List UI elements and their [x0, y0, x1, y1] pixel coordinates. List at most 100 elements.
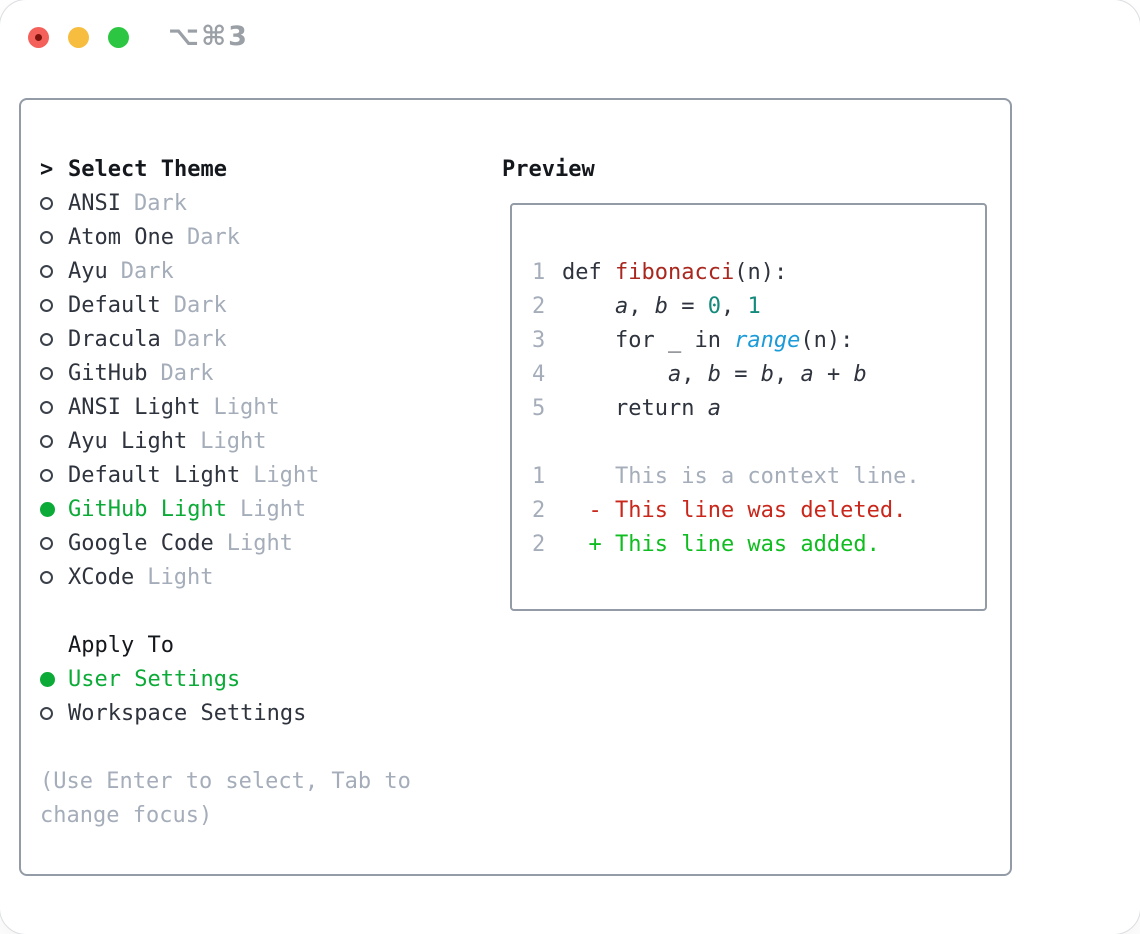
- select-theme-header: > Select Theme: [40, 152, 485, 186]
- theme-variant-badge: Dark: [133, 190, 187, 216]
- code-line: 4 a, b = b, a + b: [532, 357, 969, 391]
- theme-item-label: Default Light: [68, 462, 241, 488]
- theme-variant-badge: Light: [253, 462, 320, 488]
- code-segment: ,: [773, 361, 801, 387]
- code-segment: +: [813, 361, 854, 387]
- radio-selected-icon: [40, 671, 68, 687]
- code-segment: =: [720, 361, 761, 387]
- theme-item-label: Atom One: [68, 224, 174, 250]
- theme-variant-badge: Dark: [173, 326, 227, 352]
- code-segment: fibonacci: [614, 259, 735, 285]
- theme-variant-badge: Light: [226, 530, 293, 556]
- code-segment: b: [707, 361, 721, 387]
- theme-item-label: GitHub: [68, 360, 148, 386]
- theme-item-github[interactable]: GitHub Dark: [40, 356, 485, 390]
- theme-item-github-light[interactable]: GitHub Light Light: [40, 492, 485, 526]
- theme-item-label: ANSI: [68, 190, 121, 216]
- focus-prompt-icon: >: [40, 156, 54, 182]
- theme-variant-badge: Light: [213, 394, 280, 420]
- radio-icon: [40, 706, 68, 720]
- hint-line: (Use Enter to select, Tab to: [40, 768, 411, 794]
- theme-variant-badge: Light: [200, 428, 267, 454]
- close-button[interactable]: [28, 27, 49, 48]
- theme-variant-badge: Light: [239, 496, 307, 522]
- code-segment: This is a context line.: [562, 463, 920, 489]
- theme-item-google-code[interactable]: Google Code Light: [40, 526, 485, 560]
- code-segment: a: [707, 395, 721, 421]
- code-segment: b: [853, 361, 867, 387]
- radio-icon: [40, 434, 68, 448]
- titlebar: ⌥⌘3: [0, 0, 1140, 98]
- theme-item-ayu-light[interactable]: Ayu Light Light: [40, 424, 485, 458]
- theme-item-ansi-light[interactable]: ANSI Light Light: [40, 390, 485, 424]
- theme-variant-badge: Dark: [186, 224, 240, 250]
- spacer: [40, 594, 485, 628]
- line-number: 3: [532, 327, 546, 353]
- code-segment: return: [562, 395, 708, 421]
- line-number: 2: [532, 497, 546, 523]
- code-segment: b: [760, 361, 774, 387]
- theme-item-label: GitHub Light: [68, 496, 227, 522]
- theme-item-label: ANSI Light: [68, 394, 201, 420]
- code-segment: + This line was added.: [562, 531, 880, 557]
- apply-option-label: User Settings: [68, 666, 241, 692]
- theme-item-dracula[interactable]: Dracula Dark: [40, 322, 485, 356]
- code-segment: (n):: [734, 259, 788, 285]
- zoom-button[interactable]: [108, 27, 129, 48]
- line-number: 4: [532, 361, 546, 387]
- select-theme-header-label: Select Theme: [68, 156, 227, 182]
- code-segment: range: [734, 327, 801, 353]
- radio-icon: [40, 332, 68, 346]
- radio-icon: [40, 366, 68, 380]
- hint-line: change focus): [40, 802, 213, 828]
- code-segment: - This line was deleted.: [562, 497, 907, 523]
- close-button-dot-icon: [35, 34, 42, 41]
- theme-item-atom-one[interactable]: Atom One Dark: [40, 220, 485, 254]
- apply-option-workspace-settings[interactable]: Workspace Settings: [40, 696, 485, 730]
- apply-to-header-label: Apply To: [68, 632, 174, 658]
- code-segment: ,: [681, 361, 708, 387]
- theme-item-label: Ayu Light: [68, 428, 188, 454]
- theme-item-ansi[interactable]: ANSI Dark: [40, 186, 485, 220]
- theme-item-default[interactable]: Default Dark: [40, 288, 485, 322]
- radio-icon: [40, 264, 68, 278]
- line-number: 1: [532, 463, 546, 489]
- radio-icon: [40, 468, 68, 482]
- radio-icon: [40, 570, 68, 584]
- theme-variant-badge: Dark: [120, 258, 174, 284]
- theme-item-label: Dracula: [68, 326, 161, 352]
- code-segment: a: [667, 361, 682, 387]
- preview-header: Preview: [502, 156, 595, 182]
- theme-item-default-light[interactable]: Default Light Light: [40, 458, 485, 492]
- theme-item-label: Default: [68, 292, 161, 318]
- code-line: [532, 425, 969, 459]
- code-segment: b: [654, 293, 668, 319]
- code-segment: ,: [628, 293, 655, 319]
- theme-item-label: Google Code: [68, 530, 214, 556]
- radio-icon: [40, 400, 68, 414]
- code-line: 1 This is a context line.: [532, 459, 969, 493]
- apply-option-label: Workspace Settings: [68, 700, 307, 726]
- apply-to-header: Apply To: [40, 628, 485, 662]
- line-number: 2: [532, 531, 546, 557]
- keyboard-hint: (Use Enter to select, Tab to change focu…: [40, 764, 485, 832]
- code-line: 2 + This line was added.: [532, 527, 969, 561]
- radio-icon: [40, 230, 68, 244]
- code-segment: (n):: [800, 327, 854, 353]
- minimize-button[interactable]: [68, 27, 89, 48]
- code-segment: [562, 294, 615, 319]
- theme-variant-badge: Dark: [173, 292, 227, 318]
- radio-selected-icon: [40, 501, 68, 517]
- code-segment: a: [800, 361, 814, 387]
- theme-variant-badge: Dark: [160, 360, 214, 386]
- apply-option-user-settings[interactable]: User Settings: [40, 662, 485, 696]
